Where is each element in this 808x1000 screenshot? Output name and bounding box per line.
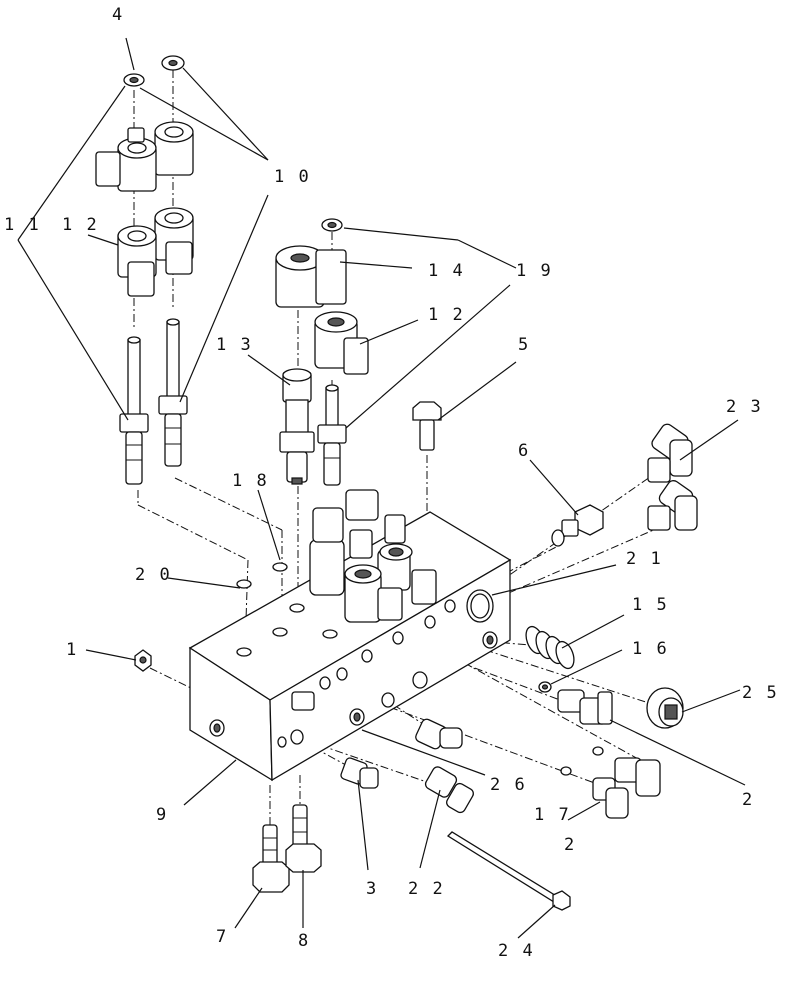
leader-lines	[17, 37, 746, 939]
callout-23: 2 3	[726, 397, 763, 417]
nut-1	[134, 649, 152, 672]
plug-fitting-5	[412, 401, 442, 451]
callout-5: 5	[518, 335, 530, 355]
callout-25: 2 5	[742, 683, 779, 703]
callout-11: 1 1	[4, 215, 41, 235]
center-coil-stack	[275, 218, 369, 375]
callout-26: 2 6	[490, 775, 527, 795]
spring-15	[525, 625, 575, 670]
callout-15: 1 5	[632, 595, 669, 615]
left-coil-stack	[95, 55, 194, 297]
callout-21: 2 1	[626, 549, 663, 569]
seal-16	[538, 681, 552, 693]
left-valve-stems	[119, 318, 188, 485]
callout-1: 1	[66, 640, 78, 660]
callout-13: 1 3	[216, 335, 253, 355]
elbow-fittings-2b	[560, 746, 661, 819]
callout-4: 4	[112, 5, 124, 25]
callout-3: 3	[366, 879, 378, 899]
fitting-3	[340, 757, 379, 789]
callout-16: 1 6	[632, 639, 669, 659]
callout-24: 2 4	[498, 941, 535, 961]
bolt-24	[446, 831, 571, 911]
callout-19: 1 9	[516, 261, 553, 281]
callout-12-left: 1 2	[62, 215, 99, 235]
center-cartridges	[279, 368, 347, 486]
elbow-fitting-2a	[557, 689, 613, 725]
callout-10: 1 0	[274, 167, 311, 187]
o-rings	[236, 562, 288, 589]
fittings-26	[291, 691, 463, 750]
callout-14: 1 4	[428, 261, 465, 281]
callout-20: 2 0	[135, 565, 172, 585]
callout-2-right: 2	[742, 790, 754, 810]
callout-8: 8	[298, 931, 310, 951]
callout-9: 9	[156, 805, 168, 825]
callout-12-center: 1 2	[428, 305, 465, 325]
callout-6: 6	[518, 441, 530, 461]
elbow-fittings-23	[647, 423, 698, 531]
callout-22: 2 2	[408, 879, 445, 899]
callout-7: 7	[216, 927, 228, 947]
plug-25	[646, 687, 684, 729]
bottom-cartridges	[252, 804, 322, 893]
callout-18: 1 8	[232, 471, 269, 491]
callout-labels: 4 1 0 1 1 1 2 1 4 1 9 1 2 1 3 5 2 3 6 1 …	[4, 5, 779, 961]
fitting-22	[424, 766, 474, 814]
mounted-valves	[309, 489, 437, 623]
callout-2-lower: 2	[564, 835, 576, 855]
fitting-6	[551, 504, 604, 547]
callout-17: 1 7	[534, 805, 571, 825]
